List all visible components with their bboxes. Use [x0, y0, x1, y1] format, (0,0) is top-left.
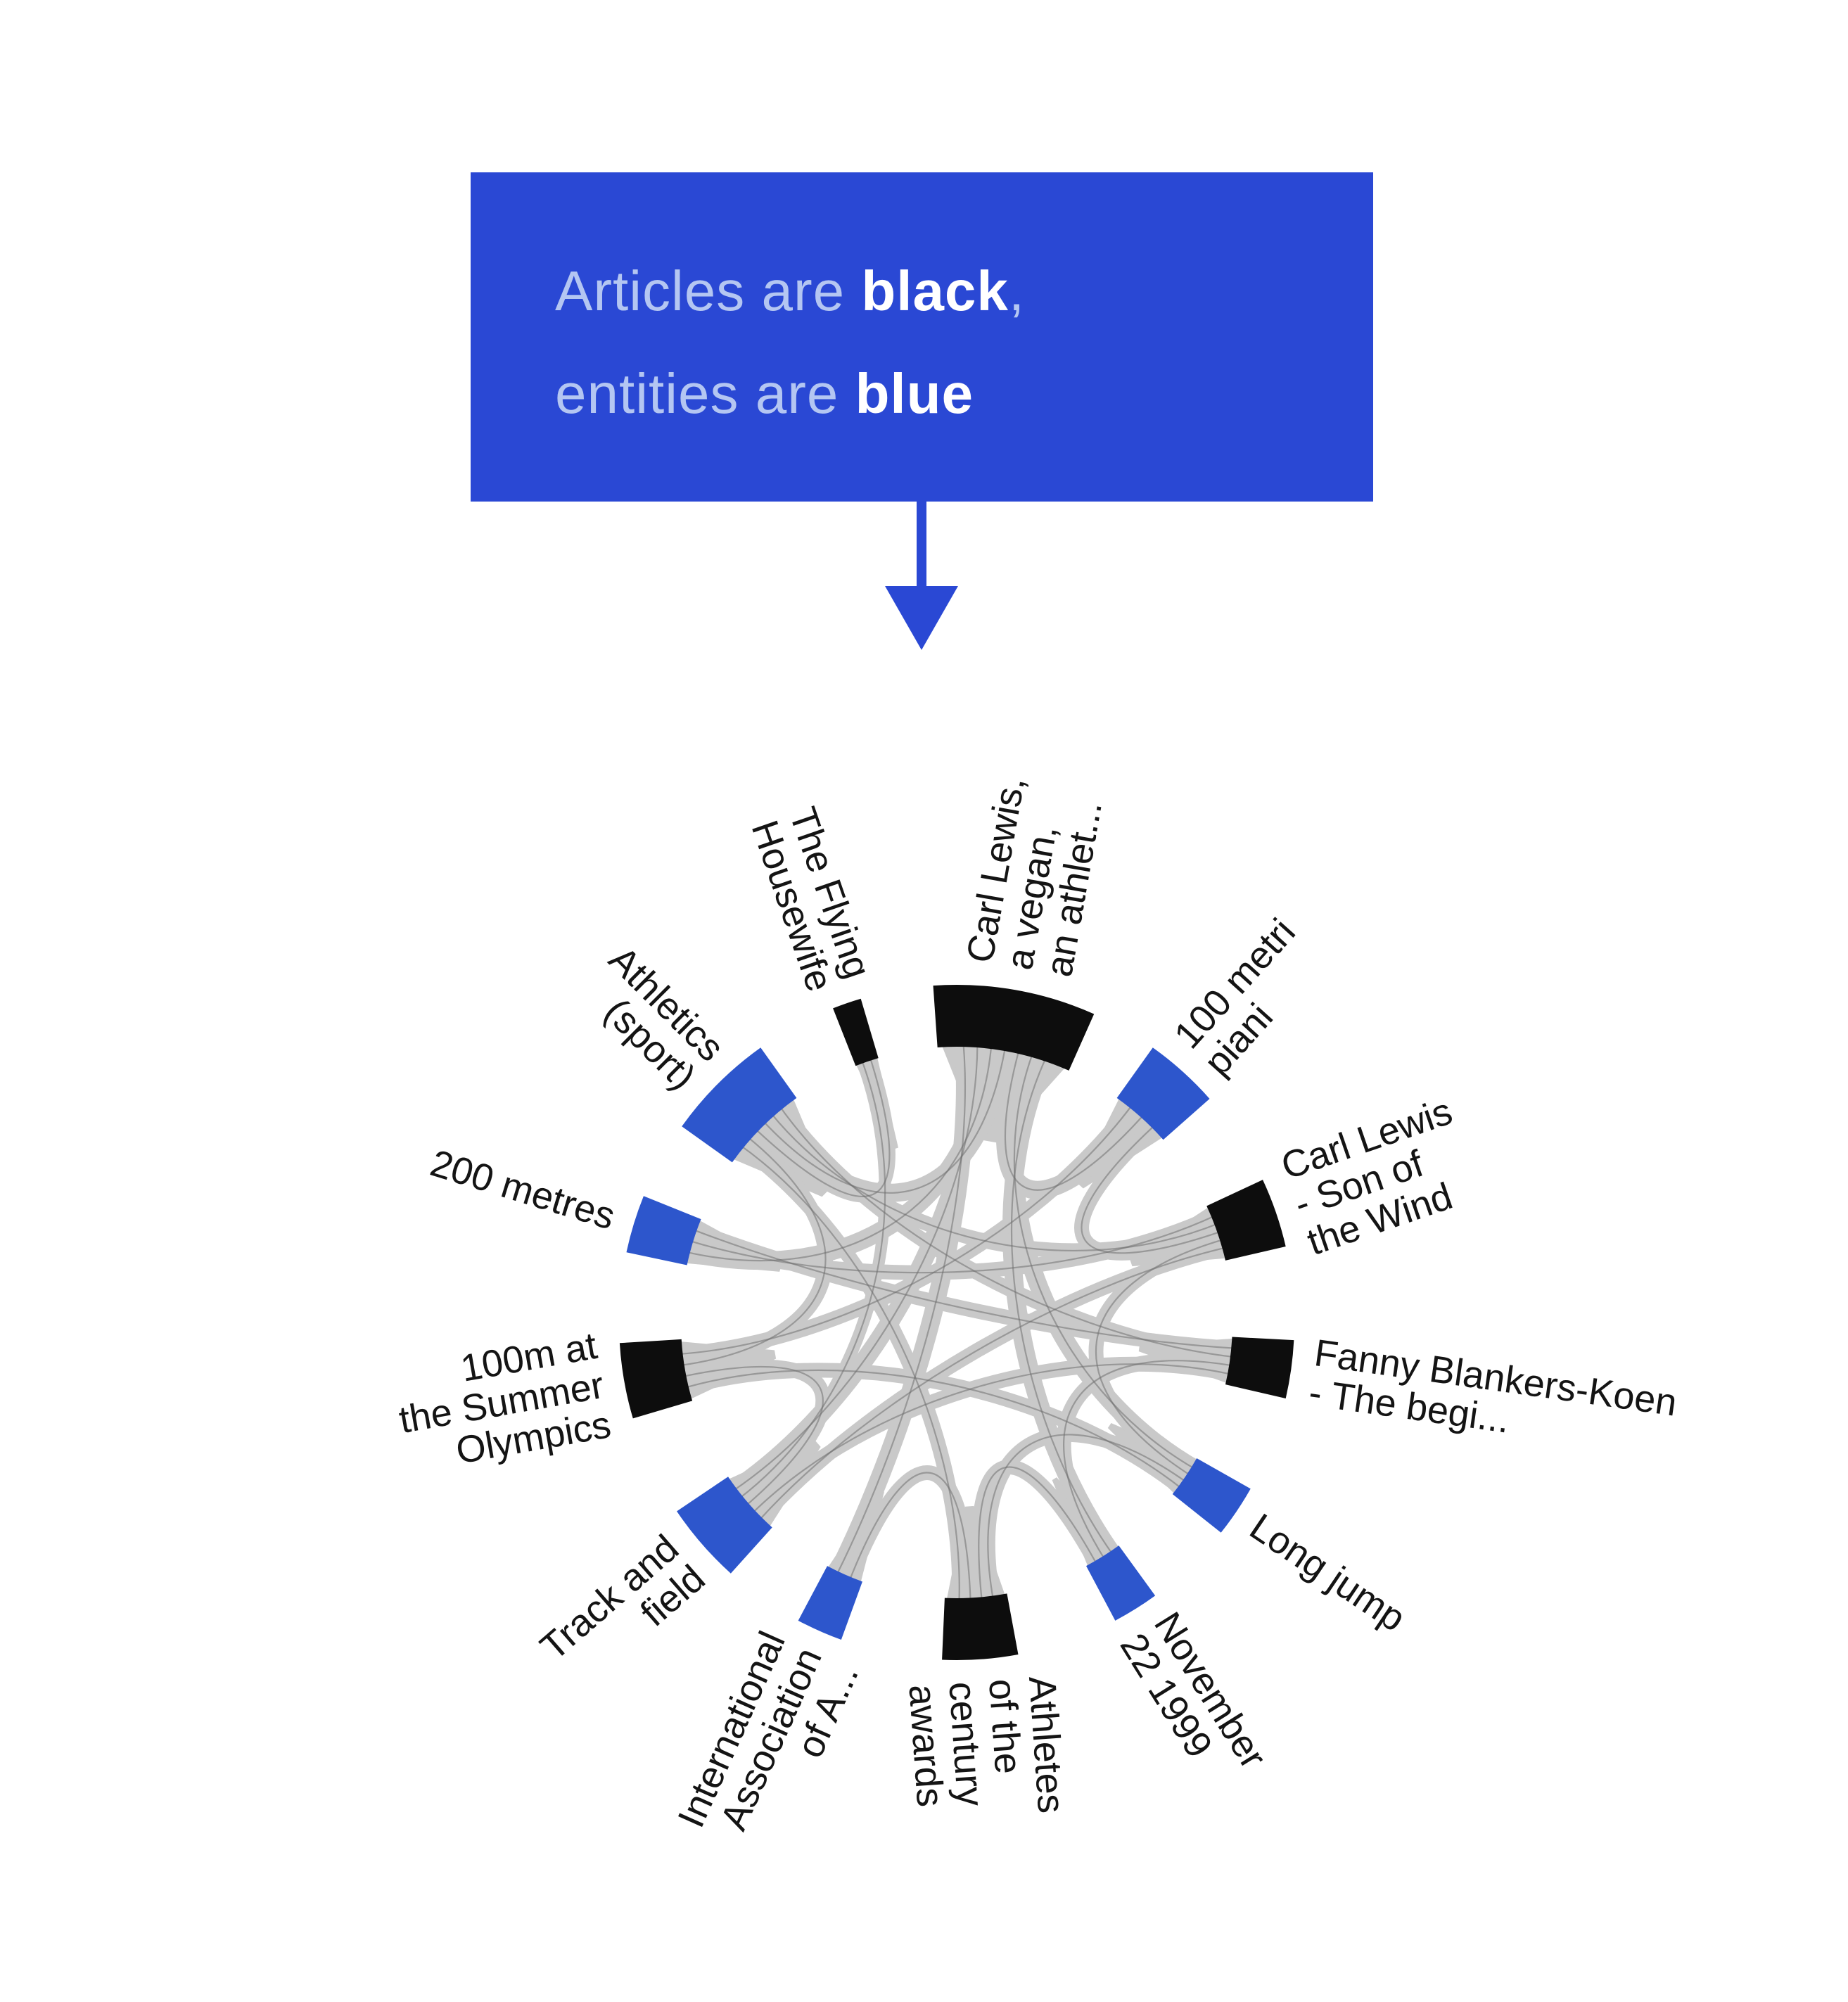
- legend-line-entities: entities are blue: [555, 343, 1331, 445]
- link-strand-athletes-of-the-century-awards--november-22-1999: [978, 1466, 1098, 1602]
- node-arc-100m-at-the-summer-olympics[interactable]: [619, 1339, 693, 1419]
- legend-entities-prefix: entities are: [555, 362, 855, 425]
- link-strand-carl-lewis-vegan--athletics-sport: [762, 1046, 1007, 1194]
- node-arc-carl-lewis-son-of-the-wind[interactable]: [1206, 1180, 1286, 1261]
- node-arc-november-22-1999[interactable]: [1086, 1545, 1156, 1621]
- node-label-group-november-22-1999: November22 1999: [1112, 1605, 1275, 1797]
- node-arc-athletes-of-the-century-awards[interactable]: [942, 1593, 1019, 1660]
- node-arc-100-metri-piani[interactable]: [1116, 1047, 1210, 1140]
- node-label-group-carl-lewis-son-of-the-wind: Carl Lewis- Son ofthe Wind: [1276, 1090, 1484, 1264]
- node-arc-fanny-blankers-koen[interactable]: [1225, 1337, 1294, 1398]
- link-strand-carl-lewis-son-of-the-wind--athletics-sport: [770, 1112, 1219, 1251]
- node-label-athletics-sport: Athletics(sport): [573, 938, 732, 1098]
- legend-articles-prefix: Articles are: [555, 260, 862, 322]
- legend-articles-suffix: ,: [1008, 260, 1026, 322]
- node-arc-athletics-sport[interactable]: [682, 1047, 797, 1163]
- node-arc-track-and-field[interactable]: [677, 1477, 772, 1574]
- node-label-200-metres: 200 metres: [426, 1142, 620, 1237]
- node-label-group-100-metri-piani: 100 metripiani: [1166, 911, 1334, 1084]
- link-strand-athletes-of-the-century-awards--international-association: [848, 1472, 971, 1602]
- link-strand-fanny-blankers-koen--november-22-1999: [1063, 1360, 1234, 1561]
- link-strand-carl-lewis-vegan--long-jump: [1013, 1052, 1196, 1470]
- node-label-international-association: InternationalAssociationof A...: [670, 1626, 867, 1866]
- node-label-group-100m-at-the-summer-olympics: 100m atthe SummerOlympics: [389, 1325, 614, 1481]
- node-label-track-and-field: Track andfield: [533, 1526, 713, 1699]
- link-strand-fanny-blankers-koen--200-metres: [692, 1228, 1236, 1349]
- link-strand-the-flying-housewife--track-and-field: [738, 1059, 886, 1500]
- legend-entities-keyword: blue: [855, 362, 974, 425]
- node-label-the-flying-housewife: The FlyingHousewife: [744, 802, 879, 996]
- link-strand-carl-lewis-vegan--international-association: [836, 1043, 966, 1576]
- link-strand-100m-at-the-summer-olympics--100-metri-piani: [678, 1104, 1133, 1356]
- node-label-november-22-1999: November22 1999: [1112, 1605, 1275, 1797]
- link-strand-athletes-of-the-century-awards--long-jump: [987, 1434, 1187, 1600]
- link-strand-carl-lewis-vegan--100-metri-piani: [1004, 1049, 1145, 1191]
- link-strand-carl-lewis-son-of-the-wind--long-jump: [1095, 1238, 1225, 1477]
- link-strand-100m-at-the-summer-olympics--long-jump: [684, 1369, 1183, 1490]
- node-label-group-long-jump: Long jump: [1242, 1505, 1413, 1640]
- link-strand-fanny-blankers-koen--athletics-sport: [779, 1105, 1235, 1358]
- legend-line-articles: Articles are black,: [555, 240, 1331, 343]
- legend-callout-box: Articles are black, entities are blue: [471, 172, 1373, 502]
- link-strand-100m-at-the-summer-olympics--athletics-sport: [680, 1136, 827, 1367]
- node-label-group-international-association: InternationalAssociationof A...: [670, 1626, 867, 1866]
- node-label-group-athletes-of-the-century-awards: Athletesof thecenturyawards: [900, 1675, 1072, 1823]
- node-label-group-athletics-sport: Athletics(sport): [573, 938, 732, 1098]
- link-strand-carl-lewis-vegan--200-metres: [685, 1044, 993, 1262]
- node-label-100-metri-piani: 100 metripiani: [1166, 911, 1334, 1084]
- node-label-long-jump: Long jump: [1242, 1505, 1413, 1640]
- node-label-100m-at-the-summer-olympics: 100m atthe SummerOlympics: [389, 1325, 614, 1481]
- node-arc-the-flying-housewife[interactable]: [833, 998, 879, 1066]
- node-label-carl-lewis-vegan: Carl Lewis,a vegan,an athlet...: [959, 774, 1112, 980]
- node-label-fanny-blankers-koen: Fanny Blankers-Koen- The begi...: [1306, 1332, 1680, 1464]
- link-strand-athletes-of-the-century-awards--athletics-sport: [739, 1145, 960, 1603]
- link-strand-carl-lewis-son-of-the-wind--100-metri-piani: [1081, 1124, 1222, 1254]
- node-arc-carl-lewis-vegan[interactable]: [933, 985, 1095, 1071]
- node-arc-200-metres[interactable]: [626, 1196, 701, 1265]
- node-label-athletes-of-the-century-awards: Athletesof thecenturyawards: [900, 1675, 1072, 1823]
- node-arc-long-jump[interactable]: [1172, 1458, 1251, 1533]
- link-strand-carl-lewis-vegan--november-22-1999: [1011, 1057, 1114, 1555]
- link-strand-100m-at-the-summer-olympics--track-and-field: [682, 1365, 824, 1507]
- node-label-group-fanny-blankers-koen: Fanny Blankers-Koen- The begi...: [1306, 1332, 1680, 1464]
- node-label-group-the-flying-housewife: The FlyingHousewife: [744, 802, 879, 996]
- link-strand-carl-lewis-son-of-the-wind--200-metres: [689, 1214, 1216, 1274]
- node-label-group-carl-lewis-vegan: Carl Lewis,a vegan,an athlet...: [959, 774, 1112, 980]
- arrow-head-icon: [885, 586, 958, 650]
- arrow-stem: [917, 499, 926, 589]
- link-strand-the-flying-housewife--athletics-sport: [754, 1056, 891, 1197]
- legend-articles-keyword: black: [861, 260, 1009, 322]
- link-strand-fanny-blankers-koen--track-and-field: [751, 1363, 1232, 1515]
- down-arrow: [885, 499, 958, 650]
- link-strand-carl-lewis-son-of-the-wind--track-and-field: [758, 1247, 1227, 1522]
- node-label-group-track-and-field: Track andfield: [533, 1526, 713, 1699]
- node-label-carl-lewis-son-of-the-wind: Carl Lewis- Son ofthe Wind: [1276, 1090, 1484, 1264]
- node-arc-international-association[interactable]: [798, 1566, 862, 1640]
- node-label-group-200-metres: 200 metres: [426, 1142, 620, 1237]
